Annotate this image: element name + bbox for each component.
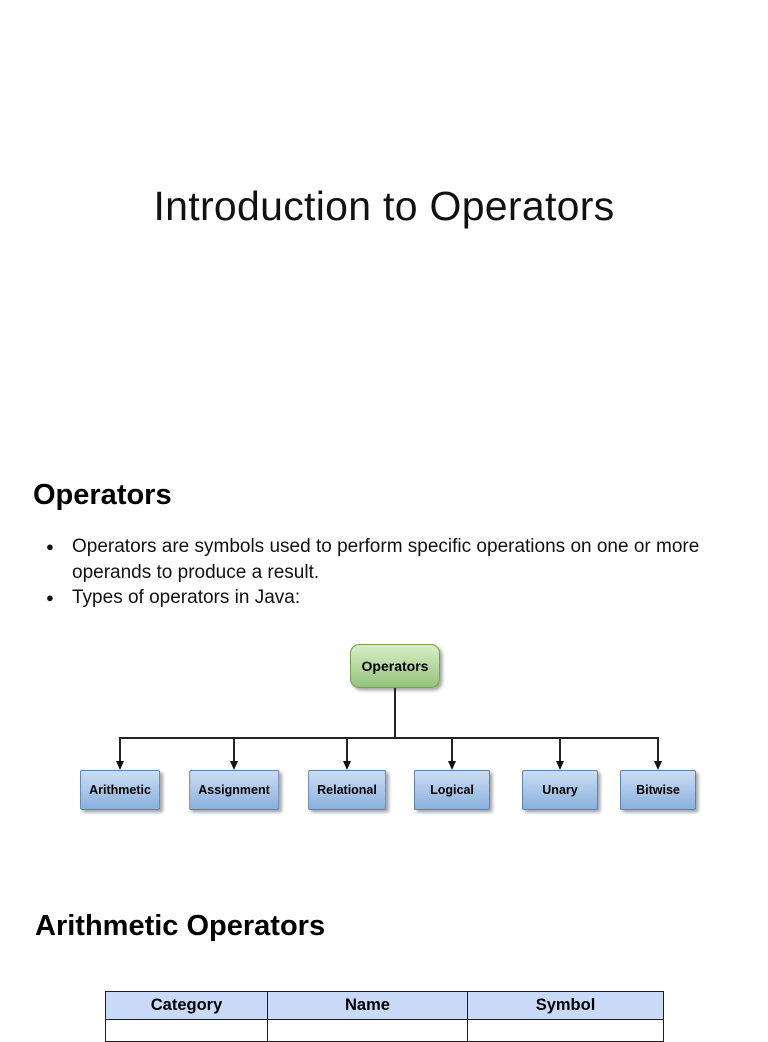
connector-stub-line [119,737,121,763]
table-cell [467,1019,664,1042]
connector-horizontal-line [120,737,658,739]
diagram-child-node-logical: Logical [414,770,490,810]
operators-table: Category Name Symbol [105,991,664,1042]
connector-stub-line [451,737,453,763]
diagram-child-label: Unary [542,783,578,797]
connector-stub-line [346,737,348,763]
connector-stub-line [559,737,561,763]
table-row [105,1019,664,1042]
diagram-child-label: Logical [430,783,474,797]
connector-root-drop-line [394,688,396,737]
diagram-child-node-unary: Unary [522,770,598,810]
section-heading-operators: Operators [33,479,172,511]
bullet-text: Types of operators in Java: [72,587,301,608]
table-header-symbol: Symbol [467,991,664,1020]
diagram-child-label: Relational [317,783,377,797]
arrow-down-icon [342,761,351,770]
bullet-icon: ● [46,539,54,554]
table-header-row: Category Name Symbol [105,991,664,1020]
diagram-root-label: Operators [361,658,429,674]
diagram-child-label: Bitwise [636,783,680,797]
bullet-text: Operators are symbols used to perform sp… [72,536,700,583]
table-header-category: Category [105,991,268,1020]
bullet-icon: ● [46,590,54,605]
bullet-list: ● Operators are symbols used to perform … [46,534,718,611]
bullet-item: ● Operators are symbols used to perform … [46,534,712,585]
arrow-down-icon [115,761,124,770]
diagram-root-node: Operators [350,644,440,688]
diagram-child-label: Arithmetic [89,783,151,797]
bullet-item: ● Types of operators in Java: [46,585,712,611]
page-title: Introduction to Operators [153,183,615,229]
diagram-child-node-arithmetic: Arithmetic [80,770,160,810]
table-cell [267,1019,468,1042]
diagram-child-node-relational: Relational [308,770,386,810]
diagram-child-label: Assignment [198,783,270,797]
section-heading-arithmetic: Arithmetic Operators [35,910,326,942]
arrow-down-icon [229,761,238,770]
arrow-down-icon [555,761,564,770]
table-cell [105,1019,268,1042]
diagram-child-node-assignment: Assignment [189,770,279,810]
connector-stub-line [657,737,659,763]
diagram-child-node-bitwise: Bitwise [620,770,696,810]
table-header-name: Name [267,991,468,1020]
connector-stub-line [233,737,235,763]
arrow-down-icon [447,761,456,770]
arrow-down-icon [653,761,662,770]
operators-diagram: Operators Arithmetic Assignment Relational… [0,630,768,812]
